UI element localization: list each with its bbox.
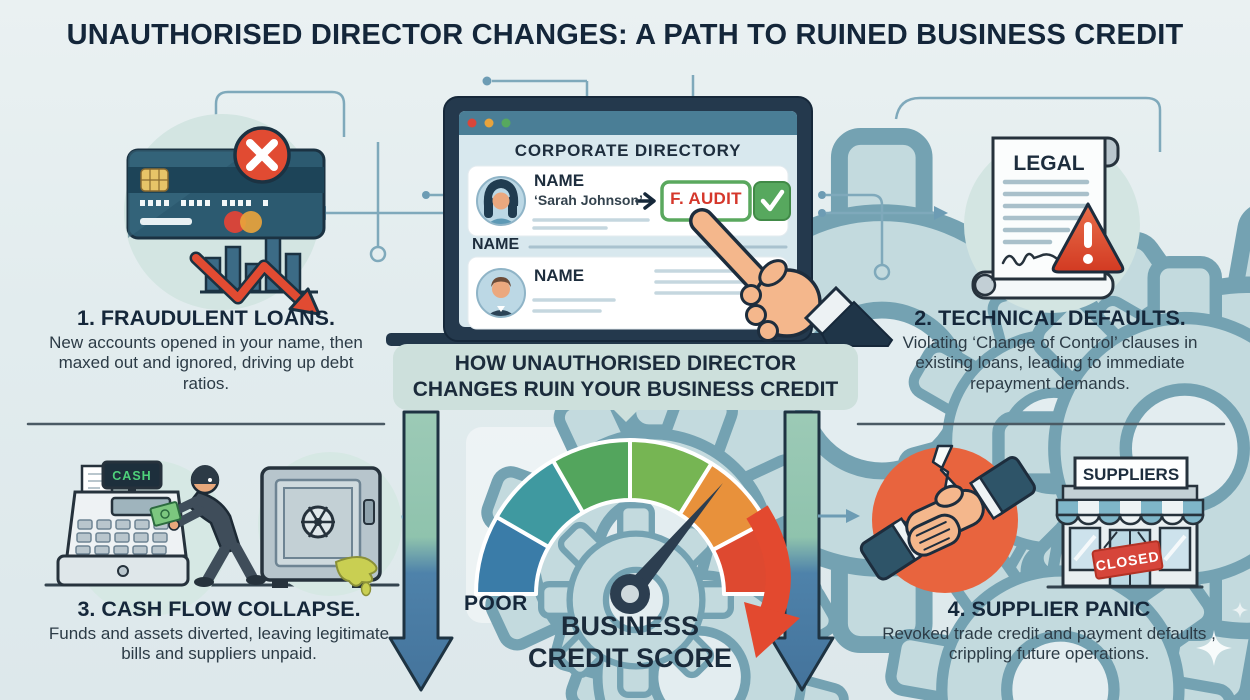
cursor-hand-icon bbox=[689, 208, 894, 347]
row1-name-value: ‘Sarah Johnson’ bbox=[534, 192, 643, 208]
arrow-right-icon bbox=[635, 192, 656, 210]
safe-icon bbox=[260, 466, 382, 597]
crash-arrow-icon bbox=[744, 505, 800, 658]
section-technical-defaults: 2. TECHNICAL DEFAULTS. Violating ‘Change… bbox=[876, 306, 1224, 394]
section-heading: 2. TECHNICAL DEFAULTS. bbox=[914, 306, 1186, 330]
gauge-title: BUSINESS CREDIT SCORE bbox=[455, 611, 805, 675]
page-title: UNAUTHORISED DIRECTOR CHANGES: A PATH TO… bbox=[66, 19, 1184, 51]
store-window-icon bbox=[1068, 526, 1192, 572]
section-body: Revoked trade credit and payment default… bbox=[882, 624, 1216, 664]
x-badge-icon bbox=[233, 126, 291, 184]
avatar-male bbox=[477, 269, 525, 317]
supplier-panic-illustration: SUPPLIERS bbox=[859, 444, 1205, 593]
cash-flow-illustration: CASH bbox=[56, 452, 402, 616]
section-fraudulent-loans: 1. FRAUDULENT LOANS. New accounts opened… bbox=[48, 306, 364, 394]
warning-triangle-icon bbox=[1051, 202, 1125, 274]
traffic-light-yellow-icon bbox=[484, 118, 494, 128]
row1-name-label: NAME bbox=[534, 171, 585, 190]
section-heading: 1. FRAUDULENT LOANS. bbox=[77, 306, 335, 330]
gauge-title-line2: CREDIT SCORE bbox=[527, 642, 733, 673]
banner-line1: HOW UNAUTHORISED DIRECTOR bbox=[454, 351, 797, 375]
traffic-light-red-icon bbox=[467, 118, 477, 128]
awning-icon bbox=[1055, 498, 1205, 526]
suppliers-label: SUPPLIERS bbox=[1083, 465, 1179, 484]
audit-field-text[interactable]: F. AUDIT bbox=[670, 189, 742, 208]
banner-tail bbox=[613, 409, 639, 422]
gauge-needle-icon bbox=[610, 483, 723, 614]
flow-down-arrows bbox=[388, 410, 835, 692]
banner-line2: CHANGES RUIN YOUR BUSINESS CREDIT bbox=[412, 378, 839, 401]
suppliers-store-icon: SUPPLIERS bbox=[1055, 456, 1205, 588]
legal-document-illustration: LEGAL bbox=[964, 136, 1140, 313]
section-heading: 3. CASH FLOW COLLAPSE. bbox=[77, 597, 361, 621]
goo-icon bbox=[334, 556, 378, 587]
thief-icon bbox=[149, 465, 266, 587]
credit-score-gauge bbox=[473, 437, 800, 658]
check-icon bbox=[760, 189, 785, 212]
broken-handshake-icon bbox=[859, 444, 1036, 593]
section-body: Funds and assets diverted, leaving legit… bbox=[48, 624, 390, 664]
section-body: Violating ‘Change of Control’ clauses in… bbox=[902, 333, 1198, 393]
credit-card-icon bbox=[126, 148, 326, 240]
directory-row-2 bbox=[467, 256, 789, 330]
closed-sign-icon: CLOSED bbox=[1091, 531, 1164, 580]
cash-label: CASH bbox=[112, 469, 151, 483]
arrow-right-icon bbox=[934, 206, 948, 220]
row2-name-label: NAME bbox=[534, 266, 585, 285]
gauge-poor-label: POOR bbox=[464, 592, 528, 615]
credit-card-illustration bbox=[124, 114, 326, 316]
directory-header: CORPORATE DIRECTORY bbox=[514, 141, 742, 160]
section-supplier-panic: 4. SUPPLIER PANIC Revoked trade credit a… bbox=[866, 597, 1232, 665]
down-arrow-left-icon bbox=[388, 410, 454, 692]
divider-name-label: NAME bbox=[472, 236, 520, 253]
sparkle-icon bbox=[1196, 601, 1249, 666]
avatar-female bbox=[477, 177, 525, 225]
legal-label: LEGAL bbox=[1013, 152, 1084, 175]
central-banner: HOW UNAUTHORISED DIRECTOR CHANGES RUIN Y… bbox=[393, 344, 858, 410]
check-button bbox=[753, 181, 791, 221]
declining-chart-icon bbox=[189, 236, 321, 316]
section-cash-flow-collapse: 3. CASH FLOW COLLAPSE. Funds and assets … bbox=[36, 597, 402, 665]
monitor-illustration bbox=[386, 96, 894, 347]
gauge-title-line1: BUSINESS bbox=[560, 611, 700, 641]
section-body: New accounts opened in your name, then m… bbox=[49, 333, 363, 393]
traffic-light-green-icon bbox=[501, 118, 511, 128]
section-heading: 4. SUPPLIER PANIC bbox=[947, 597, 1151, 621]
